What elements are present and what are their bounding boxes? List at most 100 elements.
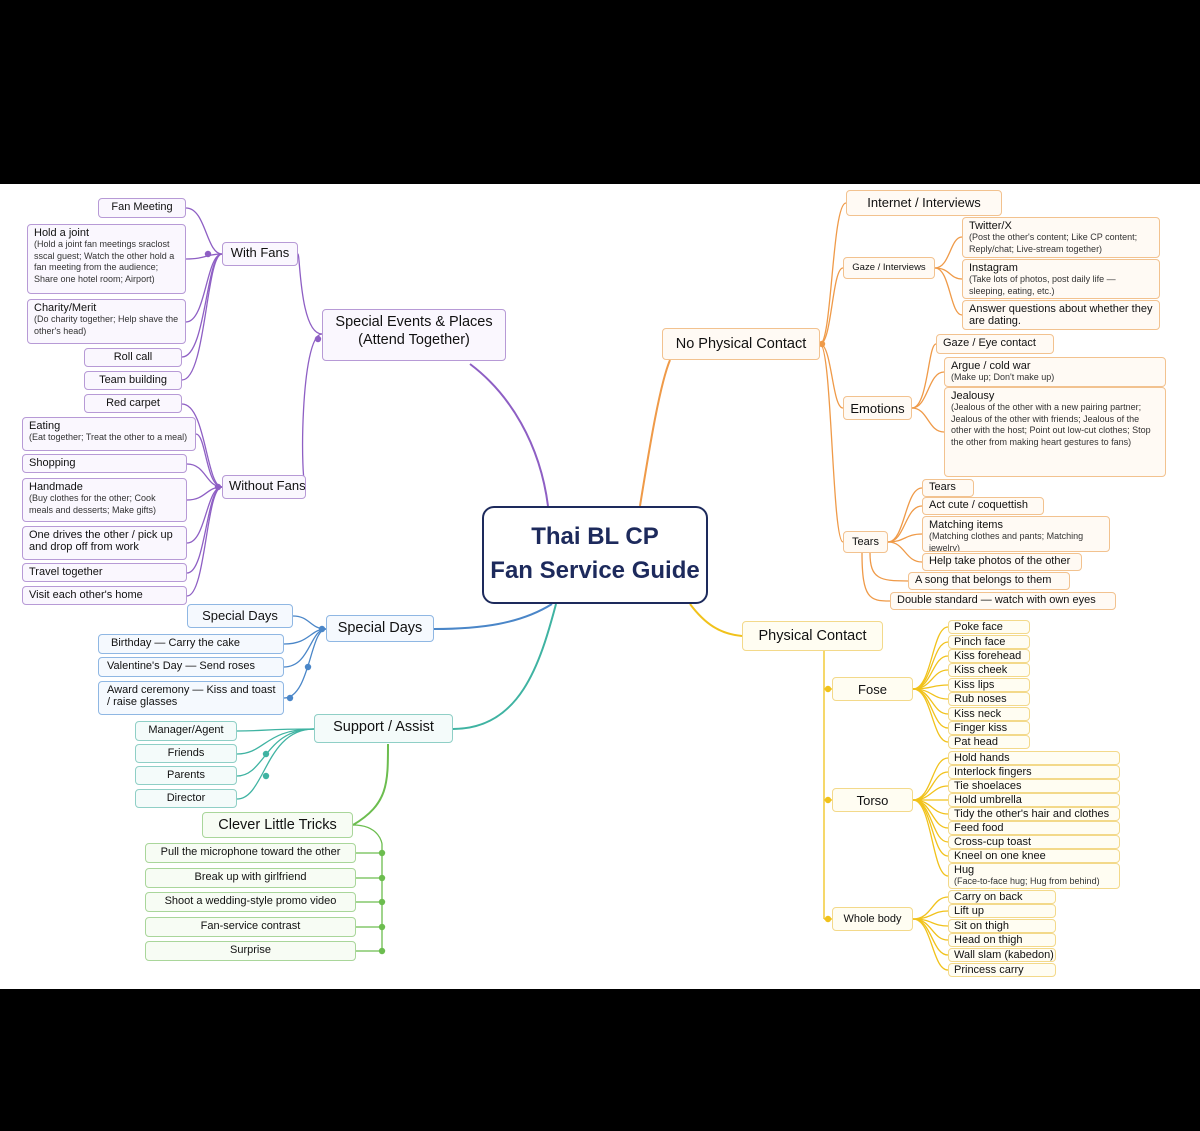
with-fans-item: Roll call (84, 348, 182, 367)
main-branch-line (639, 359, 671, 507)
without-fans-item: One drives the other / pick up and drop … (22, 526, 187, 560)
branch-line (819, 343, 844, 543)
support-item: Manager/Agent (135, 721, 237, 741)
special-day-item: Birthday — Carry the cake (98, 634, 284, 654)
fose-item: Pat head (948, 735, 1030, 749)
special-days-subnode: Special Days (187, 604, 293, 628)
connector-dot (378, 947, 386, 955)
connector-dot (824, 685, 832, 693)
torso-item: Hold hands (948, 751, 1120, 765)
whole-body-item: Princess carry (948, 963, 1056, 977)
branch-line (912, 669, 949, 690)
connector-dot (824, 796, 832, 804)
with-fans-item: Team building (84, 371, 182, 390)
branch-line (283, 628, 327, 668)
branch-line (911, 371, 945, 409)
emotions-item: Gaze / Eye contact (936, 334, 1054, 354)
connector-lines (181, 202, 963, 971)
special-events-label: Special Events & Places (335, 314, 493, 330)
branch-line (181, 403, 223, 488)
torso-item: Tidy the other's hair and clothes (948, 807, 1120, 821)
branch-line (181, 253, 223, 381)
branch-line (186, 463, 223, 488)
without-fans-item: Visit each other's home (22, 586, 187, 605)
emotions-item: Argue / cold war(Make up; Don't make up) (944, 357, 1166, 387)
tears-item: Act cute / coquettish (922, 497, 1044, 515)
branch-line (819, 267, 844, 345)
special-day-item: Valentine's Day — Send roses (98, 657, 284, 677)
main-branch-line (469, 363, 549, 507)
fose-node: Fose (832, 677, 913, 701)
branch-line (911, 407, 945, 433)
with-fans-item: Charity/Merit(Do charity together; Help … (27, 299, 186, 344)
fose-item: Rub noses (948, 692, 1030, 706)
support-item: Parents (135, 766, 237, 785)
no-contact-node: No Physical Contact (662, 328, 820, 360)
tears-item: Tears (922, 479, 974, 497)
with-fans-item: Fan Meeting (98, 198, 186, 218)
fose-item: Kiss cheek (948, 663, 1030, 677)
branch-line (912, 799, 949, 857)
without-fans-item: Eating(Eat together; Treat the other to … (22, 417, 196, 451)
fose-item: Kiss lips (948, 678, 1030, 692)
branch-line (869, 552, 909, 582)
connector-dot (378, 923, 386, 931)
fose-item: Finger kiss (948, 721, 1030, 735)
branch-line (912, 688, 949, 729)
tears-item: Matching items(Matching clothes and pant… (922, 516, 1110, 552)
branch-line (819, 343, 844, 409)
fose-item: Poke face (948, 620, 1030, 634)
whole-body-item: Sit on thigh (948, 919, 1056, 933)
trick-item: Pull the microphone toward the other (145, 843, 356, 863)
without-fans-item: Travel together (22, 563, 187, 582)
torso-item: Cross-cup toast (948, 835, 1120, 849)
torso-item: Hold umbrella (948, 793, 1120, 807)
branch-line (887, 505, 923, 543)
trick-item: Fan-service contrast (145, 917, 356, 937)
connector-dot (378, 898, 386, 906)
connector-dot (262, 750, 270, 758)
whole-body-item: Carry on back (948, 890, 1056, 904)
without-fans-item: Shopping (22, 454, 187, 473)
branch-line (912, 641, 949, 690)
branch-line (352, 824, 383, 951)
tears-item: A song that belongs to them (908, 572, 1070, 590)
gaze-interviews-item: Answer questions about whether they are … (962, 300, 1160, 330)
map-title: Thai BL CP Fan Service Guide (482, 506, 708, 604)
tears-item: Help take photos of the other (922, 553, 1082, 571)
tears-node: Tears (843, 531, 888, 553)
connector-dot (304, 663, 312, 671)
support-item: Director (135, 789, 237, 808)
gaze-interviews-item: Twitter/X(Post the other's content; Like… (962, 217, 1160, 258)
tears-item: Double standard — watch with own eyes (890, 592, 1116, 610)
fose-item: Kiss forehead (948, 649, 1030, 663)
torso-item: Hug(Face-to-face hug; Hug from behind) (948, 863, 1120, 889)
with-fans-node: With Fans (222, 242, 298, 266)
branch-line (185, 207, 223, 255)
special-events-sublabel: (Attend Together) (358, 332, 470, 348)
branch-line (195, 433, 223, 488)
branch-line (934, 267, 963, 316)
emotions-node: Emotions (843, 396, 912, 420)
torso-item: Interlock fingers (948, 765, 1120, 779)
connector-dot (286, 694, 294, 702)
whole-body-item: Wall slam (kabedon) (948, 948, 1056, 962)
branch-line (912, 918, 949, 971)
branch-line (819, 202, 847, 345)
branch-line (301, 333, 323, 488)
with-fans-item: Hold a joint(Hold a joint fan meetings s… (27, 224, 186, 294)
branch-line (297, 253, 323, 335)
support-node: Support / Assist (314, 714, 453, 743)
internet-interviews-node: Internet / Interviews (846, 190, 1002, 216)
title-line-1: Thai BL CP (531, 523, 659, 550)
branch-line (185, 253, 223, 260)
branch-line (236, 728, 315, 800)
branch-line (861, 552, 891, 602)
branch-line (181, 253, 223, 358)
special-events-node: Special Events & Places (Attend Together… (322, 309, 506, 361)
torso-item: Feed food (948, 821, 1120, 835)
main-branch-line (452, 603, 557, 730)
without-fans-item: Handmade(Buy clothes for the other; Cook… (22, 478, 187, 522)
without-fans-item: Red carpet (84, 394, 182, 413)
branch-line (912, 688, 949, 743)
